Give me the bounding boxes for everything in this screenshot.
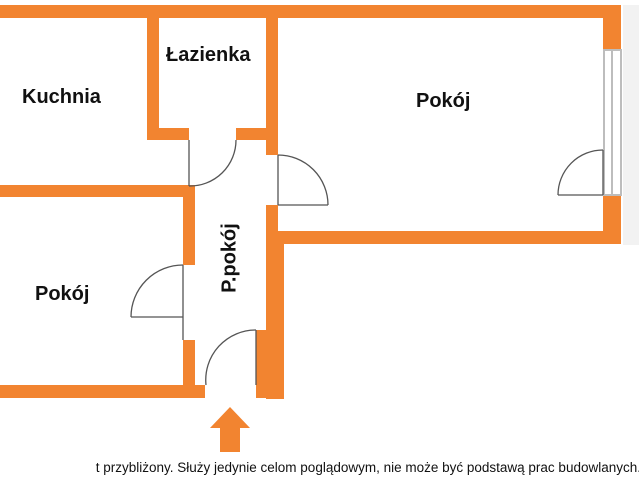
- wall-right-upper: [603, 5, 621, 50]
- wall-kitchen-bottom: [0, 185, 195, 197]
- room-label-hallway: P.pokój: [218, 223, 241, 293]
- wall-kitchen-bath: [147, 5, 159, 140]
- window: [603, 49, 622, 196]
- disclaimer-text: t przybliżony. Służy jedynie celom poglą…: [95, 460, 639, 475]
- doors: [130, 139, 604, 386]
- door-balcony: [557, 149, 604, 196]
- room-label-small-room: Pokój: [35, 283, 90, 305]
- wall-room-bottom: [266, 231, 621, 244]
- wall-bath-bottom: [147, 128, 189, 140]
- door-bathroom: [188, 139, 237, 187]
- up-arrow-icon: [210, 407, 250, 452]
- room-label-large-room: Pokój: [416, 90, 471, 112]
- wall-small-room-right-lower: [183, 340, 195, 398]
- wall-small-room-right-upper: [183, 185, 195, 265]
- window-outer-strip: [623, 5, 639, 245]
- wall-bath-room: [266, 5, 278, 155]
- wall-entrance-jamb: [256, 330, 266, 398]
- walls: [0, 5, 621, 399]
- door-room-small: [130, 264, 184, 340]
- door-room-large: [277, 154, 329, 206]
- wall-hall-right: [266, 244, 284, 399]
- room-label-bathroom: Łazienka: [166, 44, 251, 66]
- door-entrance: [205, 329, 257, 386]
- room-label-kitchen: Kuchnia: [22, 86, 101, 108]
- wall-top: [0, 5, 621, 18]
- wall-bottom-left: [0, 385, 205, 398]
